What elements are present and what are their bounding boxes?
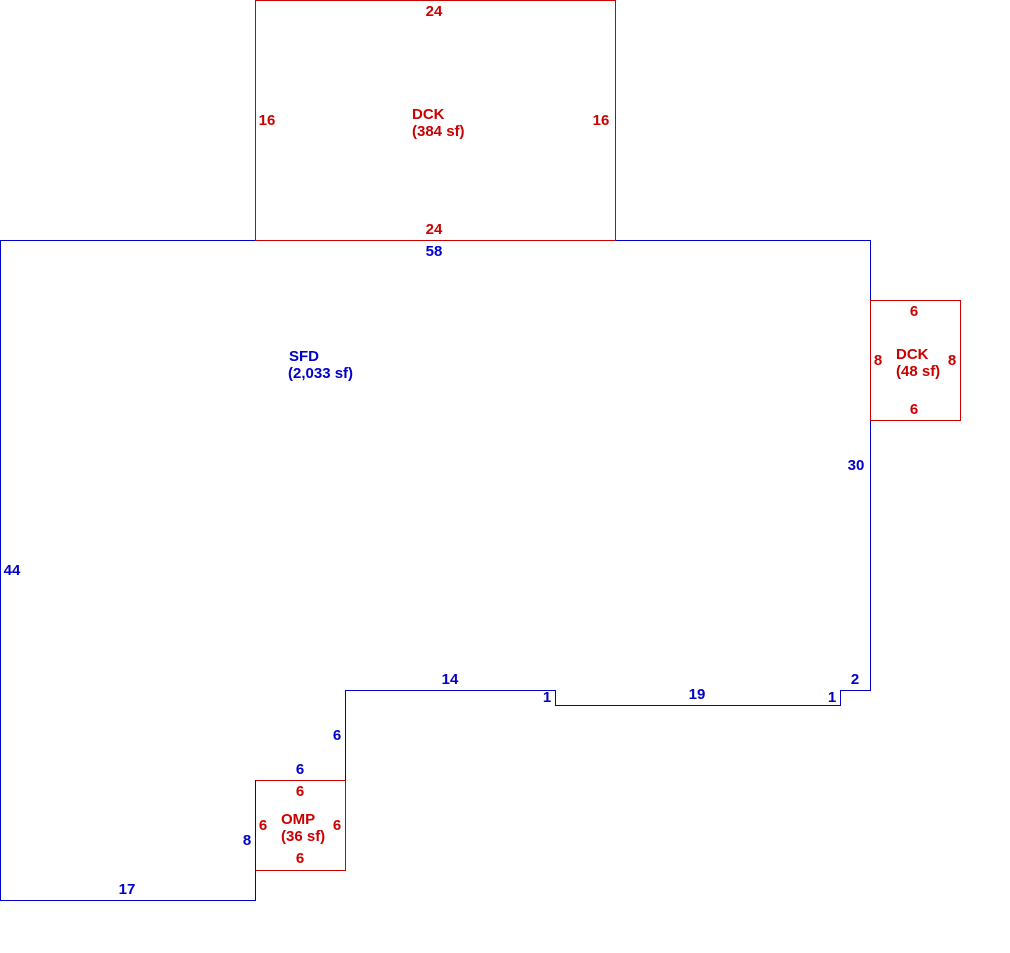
porch-top-dimension: 6	[296, 783, 304, 800]
deck-right-area-label: (48 sf)	[896, 363, 940, 380]
deck-right-right-dimension: 8	[948, 352, 956, 369]
sfd-bottom-dimension: 17	[119, 881, 136, 898]
sfd-left-dimension: 44	[4, 562, 21, 579]
deck-top-area-label: (384 sf)	[412, 123, 465, 140]
sfd-notch-left-dimension: 1	[543, 689, 551, 706]
deck-top-top-dimension: 24	[426, 3, 443, 20]
porch-right-dimension: 6	[333, 817, 341, 834]
sfd-notch-right-a-dimension: 2	[851, 671, 859, 688]
sfd-step-horizontal-dimension: 6	[296, 761, 304, 778]
porch-left-dimension: 6	[259, 817, 267, 834]
deck-top-outline	[255, 0, 616, 241]
deck-right-left-dimension: 8	[874, 352, 882, 369]
sfd-step-vertical-dimension: 6	[333, 727, 341, 744]
sfd-porch-side-dimension: 8	[243, 832, 251, 849]
deck-top-right-dimension: 16	[593, 112, 610, 129]
porch-area-label: (36 sf)	[281, 828, 325, 845]
deck-right-top-dimension: 6	[910, 303, 918, 320]
sfd-area-label: (2,033 sf)	[288, 365, 353, 382]
porch-bottom-dimension: 6	[296, 850, 304, 867]
deck-top-left-dimension: 16	[259, 112, 276, 129]
porch-outline	[255, 780, 346, 871]
sfd-outline	[0, 240, 871, 901]
deck-top-bottom-dimension: 24	[426, 221, 443, 238]
sfd-code-label: SFD	[289, 348, 319, 365]
sfd-notch-right-b-dimension: 1	[828, 689, 836, 706]
deck-top-code-label: DCK	[412, 106, 445, 123]
deck-right-code-label: DCK	[896, 346, 929, 363]
sfd-rear-run-dimension: 19	[689, 686, 706, 703]
porch-code-label: OMP	[281, 811, 315, 828]
sfd-top-dimension: 58	[426, 243, 443, 260]
sfd-mid-run-dimension: 14	[442, 671, 459, 688]
sfd-right-dimension: 30	[848, 457, 865, 474]
deck-right-bottom-dimension: 6	[910, 401, 918, 418]
deck-right-outline	[870, 300, 961, 421]
